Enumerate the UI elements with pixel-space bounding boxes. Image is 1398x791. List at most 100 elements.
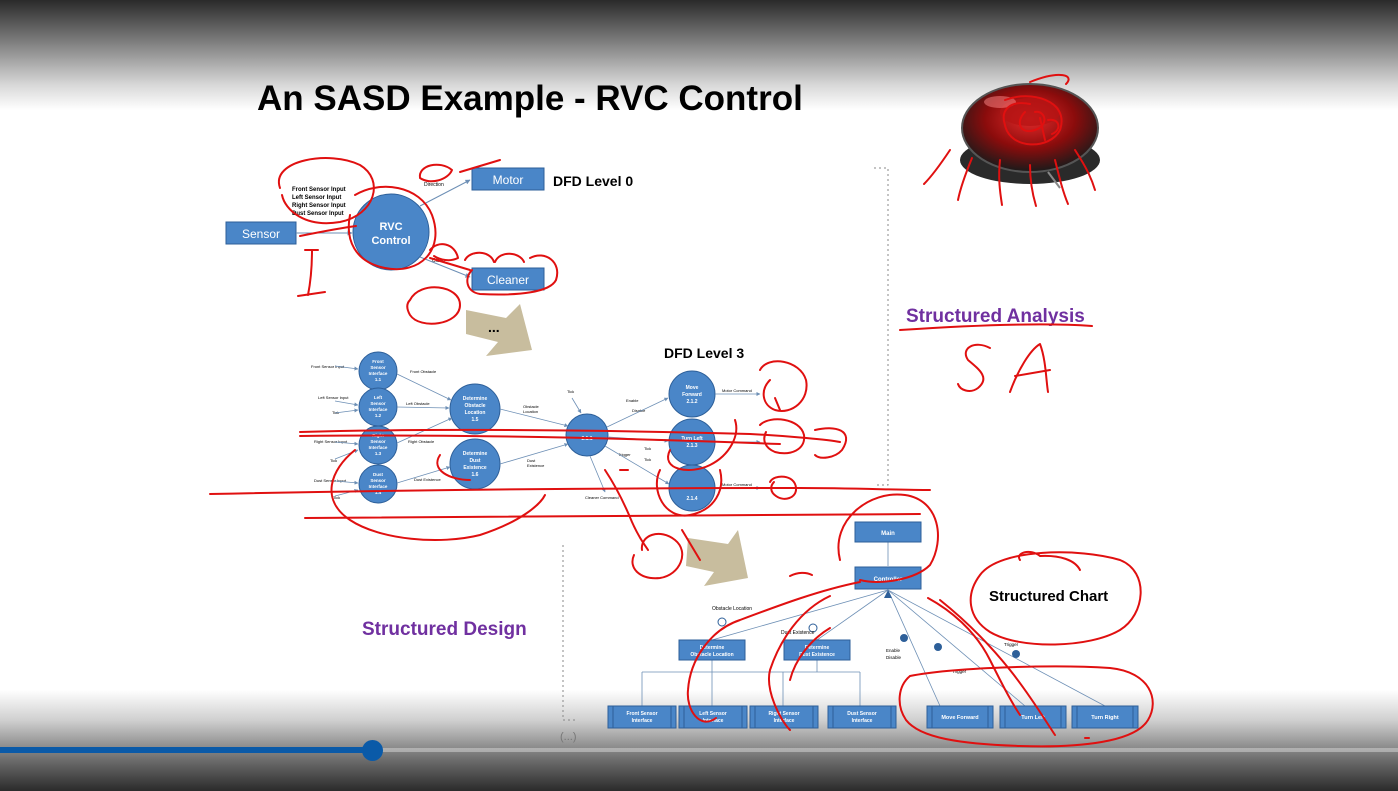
sc-left-l1: Left Sensor (699, 711, 727, 717)
sc-trigger-flow-1: Trigger (1004, 642, 1019, 647)
sc-front-sensor-box: Front Sensor Interface (607, 705, 677, 729)
dfd0-label: DFD Level 0 (553, 173, 633, 189)
sc-obstacle-location-flow: Obstacle Location (712, 606, 752, 612)
dfd0-sensor-box: Sensor (225, 221, 297, 245)
dfd3-turn-left-l2: 2.1.3 (686, 443, 697, 449)
dfd3-right-interface: Right Sensor Interface 1.3 (358, 425, 398, 465)
dfd3-move-forward-l2: Forward (682, 392, 702, 398)
dfd3-move-forward-l1: Move (686, 385, 699, 391)
sc-determine-obstacle-box: Determine Obstacle Location (678, 639, 746, 661)
sc-det-dust-l1: Determine (805, 645, 830, 651)
dfd3-det-obs-l3: Location (465, 410, 486, 416)
dfd3-right-l2: Sensor (370, 439, 386, 444)
dfd3-dust-l2: Sensor (370, 478, 386, 483)
sd-bracket (562, 545, 578, 721)
dfd3-left-l1: Left (374, 395, 383, 400)
continuation-marker: (...) (560, 731, 577, 743)
dfd3-disable: Disable (632, 408, 646, 413)
structured-chart: Obstacle Location Dust Existence Enable … (607, 521, 1139, 729)
transition-arrow-1: ... (466, 304, 532, 356)
dfd3-front-l4: 1.1 (375, 377, 382, 382)
dfd3-trigger: Trigger (618, 452, 631, 457)
robot-vacuum-image (960, 83, 1100, 189)
dfd3-tick-3: Tick (333, 495, 340, 500)
dfd3-front-l2: Sensor (370, 365, 386, 370)
dfd3-front-interface: Front Sensor Interface 1.1 (358, 351, 398, 391)
dfd3-motor-command-1: Motor Command (722, 388, 752, 393)
dfd3-determine-dust: Determine Dust Existence 1.6 (449, 438, 501, 490)
seek-handle[interactable] (361, 740, 383, 761)
dfd3-det-dust-l2: Dust (469, 458, 480, 464)
sc-main-box: Main (854, 521, 922, 543)
dfd3-motor-command-2: Motor Command (722, 482, 752, 487)
dfd3-det-dust-l4: 1.6 (472, 472, 479, 478)
dfd3-tick-6: Tick (644, 457, 651, 462)
dfd3-enable: Enable (626, 398, 639, 403)
dfd3-left-l3: Interface (369, 407, 388, 412)
dfd-level-3: DFD Level 3 Front Sensor Input Left Sens… (311, 345, 761, 512)
dfd3-turn-right-num: 2.1.4 (686, 496, 697, 502)
dfd0-motor-box: Motor (471, 167, 545, 191)
dfd3-move-forward-l3: 2.1.2 (686, 399, 697, 405)
dfd3-left-l4: 1.2 (375, 413, 382, 418)
sc-controller-label: Controller (874, 577, 903, 583)
sc-det-dust-l2: Dust Existence (799, 652, 835, 658)
sa-bracket (874, 167, 889, 486)
sc-dust-l1: Dust Sensor (847, 711, 877, 717)
sc-dust-sensor-box: Dust Sensor Interface (827, 705, 897, 729)
dfd3-obstacle-location-l2: Location (523, 409, 538, 414)
sc-turn-left-label: Turn Left (1021, 715, 1045, 721)
video-seek-bar[interactable] (0, 740, 1398, 761)
dfd3-tick-5: Tick (644, 446, 651, 451)
dfd3-det-dust-l3: Existence (463, 465, 487, 471)
dfd3-dust-interface: Dust Sensor Interface 1.4 (358, 464, 398, 504)
dfd3-input-front: Front Sensor Input (311, 364, 345, 369)
dfd3-input-right: Right Sensor Input (314, 439, 348, 444)
sc-front-l1: Front Sensor (626, 711, 657, 717)
dfd0-input-front: Front Sensor Input (292, 187, 346, 193)
sc-enable-flow: Enable (886, 648, 901, 653)
structured-design-label: Structured Design (362, 619, 527, 640)
dfd3-label: DFD Level 3 (664, 345, 744, 361)
structured-analysis-label: Structured Analysis (906, 306, 1085, 327)
sc-det-obs-l1: Determine (700, 645, 725, 651)
dfd3-input-left: Left Sensor Input (318, 395, 349, 400)
dfd3-left-l2: Sensor (370, 401, 386, 406)
sc-main-label: Main (881, 531, 895, 537)
dfd3-tick-4: Tick (567, 389, 574, 394)
sc-left-sensor-box: Left Sensor Interface (678, 705, 748, 729)
dfd0-cleaner-box: Cleaner (471, 267, 545, 291)
sc-dust-l2: Interface (852, 718, 873, 724)
dfd0-rvc-line2: Control (371, 235, 410, 247)
dfd3-det-obs-l1: Determine (463, 396, 488, 402)
dfd3-det-obs-l4: 1.5 (472, 417, 479, 423)
dfd0-rvc-line1: RVC (379, 221, 402, 233)
dfd0-input-right: Right Sensor Input (292, 203, 346, 209)
dfd3-front-l1: Front (372, 359, 384, 364)
seek-track[interactable] (0, 748, 1398, 752)
sc-right-l1: Right Sensor (768, 711, 799, 717)
dfd0-rvc-control-process: RVC Control (352, 193, 430, 271)
dfd3-front-l3: Interface (369, 371, 388, 376)
sc-controller-box: Controller (854, 566, 922, 590)
dfd3-flow-left-obstacle: Left Obstacle (406, 401, 430, 406)
dfd0-motor-label: Motor (493, 173, 524, 187)
dfd3-flow-right-obstacle: Right Obstacle (408, 439, 435, 444)
dfd3-dust-l1: Dust (373, 472, 384, 477)
dfd3-tick-1: Tick (332, 410, 339, 415)
sc-front-l2: Interface (632, 718, 653, 724)
sc-move-forward-label: Move Forward (941, 715, 978, 721)
dfd3-dust-existence-l1: Dust (527, 458, 536, 463)
dfd0-cleaner-label: Cleaner (487, 273, 529, 287)
sc-dust-existence-flow: Dust Existence (781, 630, 815, 636)
dfd3-flow-front-obstacle: Front Obstacle (410, 369, 437, 374)
dfd3-right-l4: 1.3 (375, 451, 382, 456)
dfd3-right-l3: Interface (369, 445, 388, 450)
dfd3-dust-l3: Interface (369, 484, 388, 489)
dfd3-det-obs-l2: Obstacle (464, 403, 485, 409)
dfd0-input-left: Left Sensor Input (292, 195, 341, 201)
sc-turn-left-box: Turn Left (999, 705, 1067, 729)
dfd3-obstacle-location-l1: Obstacle (523, 404, 540, 409)
